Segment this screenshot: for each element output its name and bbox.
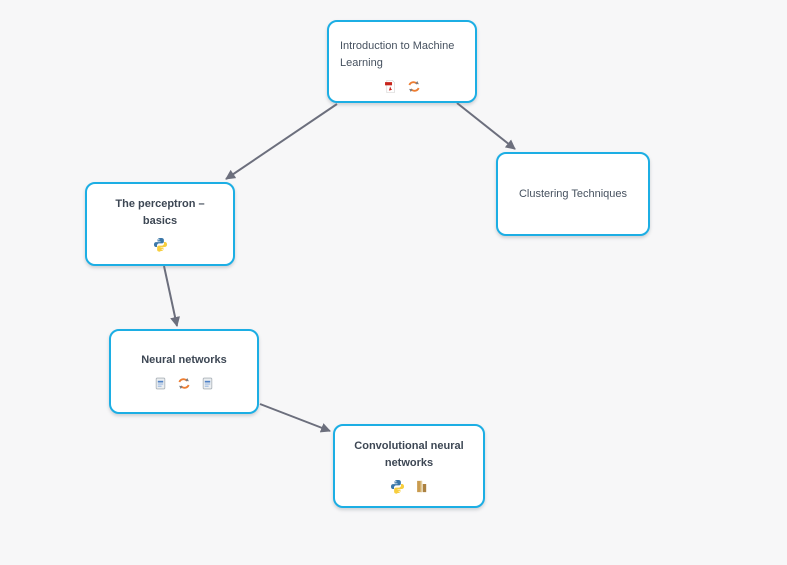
python-icon[interactable] [153,237,168,252]
node-label: Introduction to Machine Learning [340,40,455,69]
edge-perceptron-to-neural [163,265,180,327]
node-label: Convolutional neural networks [354,440,464,469]
node-neural-networks[interactable]: Neural networks [109,329,259,414]
node-clustering-techniques[interactable]: Clustering Techniques [496,152,650,236]
sync-icon[interactable] [176,376,192,391]
edge-intro-to-perceptron [225,103,338,180]
node-label: Neural networks [141,354,227,366]
node-convolutional-neural-networks[interactable]: Convolutional neural networks [333,424,485,508]
pdf-icon[interactable] [383,79,397,94]
edge-neural-to-conv [259,403,331,433]
edge-intro-to-clustering [456,102,516,150]
document-icon[interactable] [201,376,214,391]
document-icon[interactable] [154,376,167,391]
books-icon[interactable] [414,479,429,494]
node-label: Clustering Techniques [518,187,628,200]
sync-icon[interactable] [406,79,422,94]
node-introduction-to-machine-learning[interactable]: Introduction to Machine Learning [327,20,477,103]
python-icon[interactable] [390,479,405,494]
node-label: The perceptron – basics [115,198,205,227]
node-perceptron-basics[interactable]: The perceptron – basics [85,182,235,266]
